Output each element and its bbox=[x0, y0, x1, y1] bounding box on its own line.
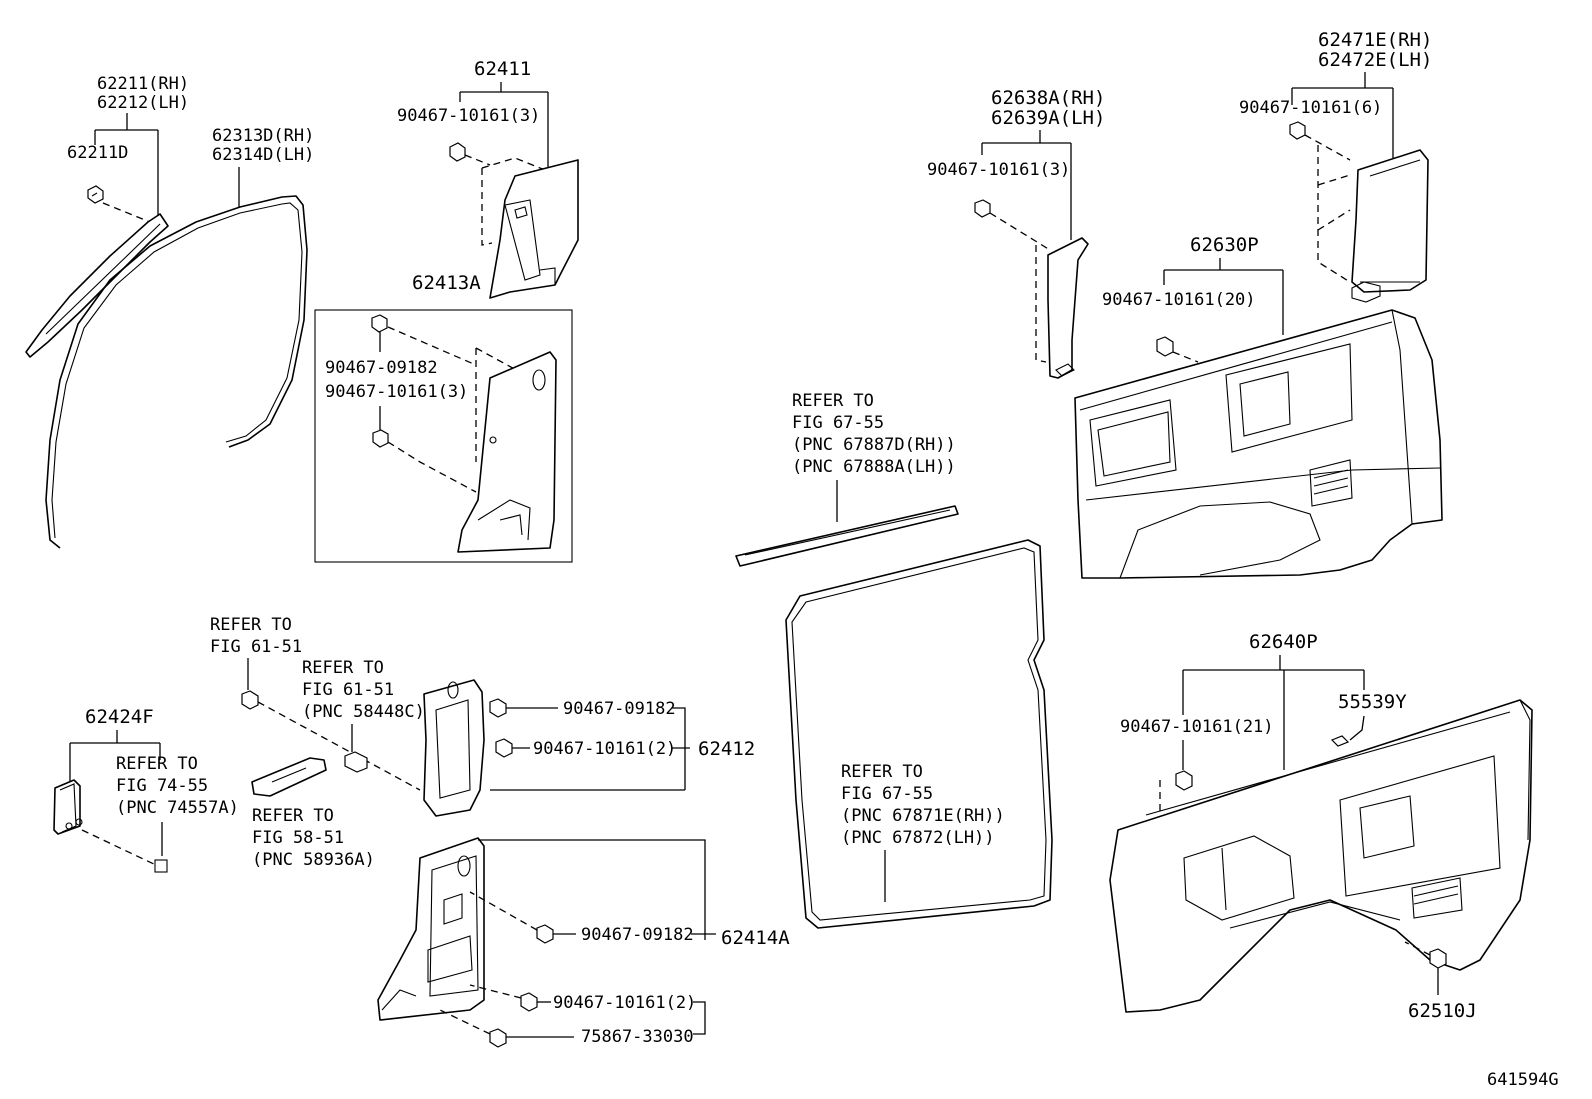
callout-62640-clip[interactable]: 90467-10161(21) bbox=[1120, 717, 1274, 737]
refer-61-51-a-line1[interactable]: REFER TO bbox=[210, 615, 292, 635]
refer-67-55-top-line3[interactable]: (PNC 67887D(RH)) bbox=[792, 435, 956, 455]
door-weatherstrip-front[interactable] bbox=[45, 195, 308, 549]
callout-62472e-lh[interactable]: 62472E(LH) bbox=[1318, 49, 1432, 71]
refer-58-51-line3[interactable]: (PNC 58936A) bbox=[252, 850, 375, 870]
callout-62211-rh[interactable]: 62211(RH) bbox=[97, 74, 189, 94]
quarter-pillar-front-garnish[interactable] bbox=[1047, 237, 1089, 379]
clip-55539y[interactable] bbox=[1330, 735, 1350, 747]
callout-62313d-rh[interactable]: 62313D(RH) bbox=[212, 126, 314, 146]
refer-61-51-b-line3[interactable]: (PNC 58448C) bbox=[302, 702, 425, 722]
group-ref-67-55-top: REFER TO FIG 67-55 (PNC 67887D(RH)) (PNC… bbox=[735, 391, 959, 567]
refer-67-55-mid-line4[interactable]: (PNC 67872(LH)) bbox=[841, 828, 995, 848]
callout-62411-clip[interactable]: 90467-10161(3) bbox=[397, 106, 540, 126]
group-62413a: 62413A 90467-09182 90467-10161(3) bbox=[314, 272, 573, 563]
callout-62471-clip[interactable]: 90467-10161(6) bbox=[1239, 98, 1382, 118]
callout-62314d-lh[interactable]: 62314D(LH) bbox=[212, 145, 314, 165]
clip-62414a-upper bbox=[536, 924, 554, 944]
group-62510j: 62510J bbox=[1404, 941, 1477, 1022]
group-62211: 62211(RH) 62212(LH) 62211D bbox=[25, 74, 189, 358]
slide-door-opening-weatherstrip[interactable] bbox=[785, 539, 1053, 929]
refer-61-51-b-line2[interactable]: FIG 61-51 bbox=[302, 680, 394, 700]
back-door-pillar-garnish[interactable] bbox=[1351, 149, 1429, 293]
clip-62412-upper bbox=[489, 698, 507, 718]
clip-62510j bbox=[1429, 948, 1447, 969]
callout-62639a-lh[interactable]: 62639A(LH) bbox=[991, 107, 1105, 129]
group-62471e: 62471E(RH) 62472E(LH) 90467-10161(6) bbox=[1239, 29, 1432, 303]
clip-62638 bbox=[974, 199, 991, 218]
callout-55539y[interactable]: 55539Y bbox=[1338, 691, 1407, 713]
callout-62414a[interactable]: 62414A bbox=[721, 927, 790, 949]
clip-62471 bbox=[1289, 121, 1306, 140]
bracket-62424f[interactable] bbox=[53, 779, 81, 835]
refer-74-55-line1[interactable]: REFER TO bbox=[116, 754, 198, 774]
clip-62413a-upper bbox=[371, 314, 388, 333]
quarter-trim-panel[interactable] bbox=[1074, 309, 1443, 579]
callout-62471e-rh[interactable]: 62471E(RH) bbox=[1318, 29, 1432, 51]
refer-67-55-top-line1[interactable]: REFER TO bbox=[792, 391, 874, 411]
callout-62413a-clip2[interactable]: 90467-10161(3) bbox=[325, 382, 468, 402]
clip-62414a-lower bbox=[520, 992, 538, 1012]
screw-75867 bbox=[489, 1028, 507, 1048]
refer-74-55-line3[interactable]: (PNC 74557A) bbox=[116, 798, 239, 818]
callout-62411[interactable]: 62411 bbox=[474, 58, 531, 80]
clip-62411 bbox=[449, 142, 466, 162]
cap-58448c[interactable] bbox=[344, 751, 368, 773]
callout-62212-lh[interactable]: 62212(LH) bbox=[97, 93, 189, 113]
inset-box-62413a bbox=[314, 309, 573, 563]
callout-62424f[interactable]: 62424F bbox=[85, 706, 154, 728]
clip-62630 bbox=[1156, 336, 1174, 357]
group-62412: 90467-09182 90467-10161(2) 62412 bbox=[423, 679, 755, 817]
clip-62412-lower bbox=[495, 738, 513, 758]
group-ref-61-51: REFER TO FIG 61-51 REFER TO FIG 61-51 (P… bbox=[210, 615, 425, 791]
refer-61-51-b-line1[interactable]: REFER TO bbox=[302, 658, 384, 678]
screw-61-51 bbox=[241, 690, 259, 710]
clip-62211d bbox=[87, 185, 104, 204]
group-62630p: 62630P 90467-10161(20) bbox=[1074, 234, 1443, 579]
callout-62412-clip1[interactable]: 90467-09182 bbox=[563, 699, 676, 719]
callout-62414a-clip2[interactable]: 90467-10161(2) bbox=[553, 993, 696, 1013]
callout-62630-clip[interactable]: 90467-10161(20) bbox=[1102, 290, 1256, 310]
center-pillar-trim-62412[interactable] bbox=[423, 679, 485, 817]
callout-62412[interactable]: 62412 bbox=[698, 738, 755, 760]
diagram-id: 641594G bbox=[1487, 1070, 1559, 1090]
refer-61-51-a-line2[interactable]: FIG 61-51 bbox=[210, 637, 302, 657]
group-62424f: 62424F REFER TO FIG 74-55 (PNC 74557A) bbox=[53, 706, 239, 873]
refer-67-55-mid-line2[interactable]: FIG 67-55 bbox=[841, 784, 933, 804]
part-74557a[interactable] bbox=[154, 859, 168, 873]
refer-67-55-top-line2[interactable]: FIG 67-55 bbox=[792, 413, 884, 433]
refer-58-51-line2[interactable]: FIG 58-51 bbox=[252, 828, 344, 848]
callout-62638a-rh[interactable]: 62638A(RH) bbox=[991, 87, 1105, 109]
callout-62638-clip[interactable]: 90467-10161(3) bbox=[927, 160, 1070, 180]
callout-62414a-screw[interactable]: 75867-33030 bbox=[581, 1027, 694, 1047]
group-62414a: 90467-09182 62414A 90467-10161(2) 75867-… bbox=[377, 837, 790, 1048]
callout-62211d[interactable]: 62211D bbox=[67, 143, 128, 163]
center-pillar-lower-garnish[interactable] bbox=[457, 351, 557, 553]
callout-62414a-clip1[interactable]: 90467-09182 bbox=[581, 925, 694, 945]
group-62640p: 62640P 90467-10161(21) 55539Y bbox=[1109, 631, 1533, 1013]
refer-67-55-mid-line3[interactable]: (PNC 67871E(RH)) bbox=[841, 806, 1005, 826]
group-ref-58-51: REFER TO FIG 58-51 (PNC 58936A) bbox=[251, 757, 375, 870]
weatherstrip-belt-moulding[interactable] bbox=[735, 505, 959, 567]
clip-62640 bbox=[1175, 770, 1193, 791]
group-door-seal: REFER TO FIG 67-55 (PNC 67871E(RH)) (PNC… bbox=[785, 539, 1053, 929]
refer-67-55-top-line4[interactable]: (PNC 67888A(LH)) bbox=[792, 457, 956, 477]
refer-58-51-line1[interactable]: REFER TO bbox=[252, 806, 334, 826]
callout-62640p[interactable]: 62640P bbox=[1249, 631, 1318, 653]
callout-62630p[interactable]: 62630P bbox=[1190, 234, 1259, 256]
refer-74-55-line2[interactable]: FIG 74-55 bbox=[116, 776, 208, 796]
group-62638a: 62638A(RH) 62639A(LH) 90467-10161(3) bbox=[927, 87, 1105, 379]
callout-62413a-clip1[interactable]: 90467-09182 bbox=[325, 358, 438, 378]
group-62411: 62411 90467-10161(3) bbox=[397, 58, 579, 299]
assist-grip[interactable] bbox=[251, 757, 327, 797]
group-62313d: 62313D(RH) 62314D(LH) bbox=[45, 126, 314, 549]
callout-62413a[interactable]: 62413A bbox=[412, 272, 481, 294]
clip-62413a-lower bbox=[372, 429, 389, 448]
refer-67-55-mid-line1[interactable]: REFER TO bbox=[841, 762, 923, 782]
callout-62510j[interactable]: 62510J bbox=[1408, 1000, 1477, 1022]
quarter-trim-panel-lower[interactable] bbox=[1109, 699, 1533, 1013]
callout-62412-clip2[interactable]: 90467-10161(2) bbox=[533, 739, 676, 759]
